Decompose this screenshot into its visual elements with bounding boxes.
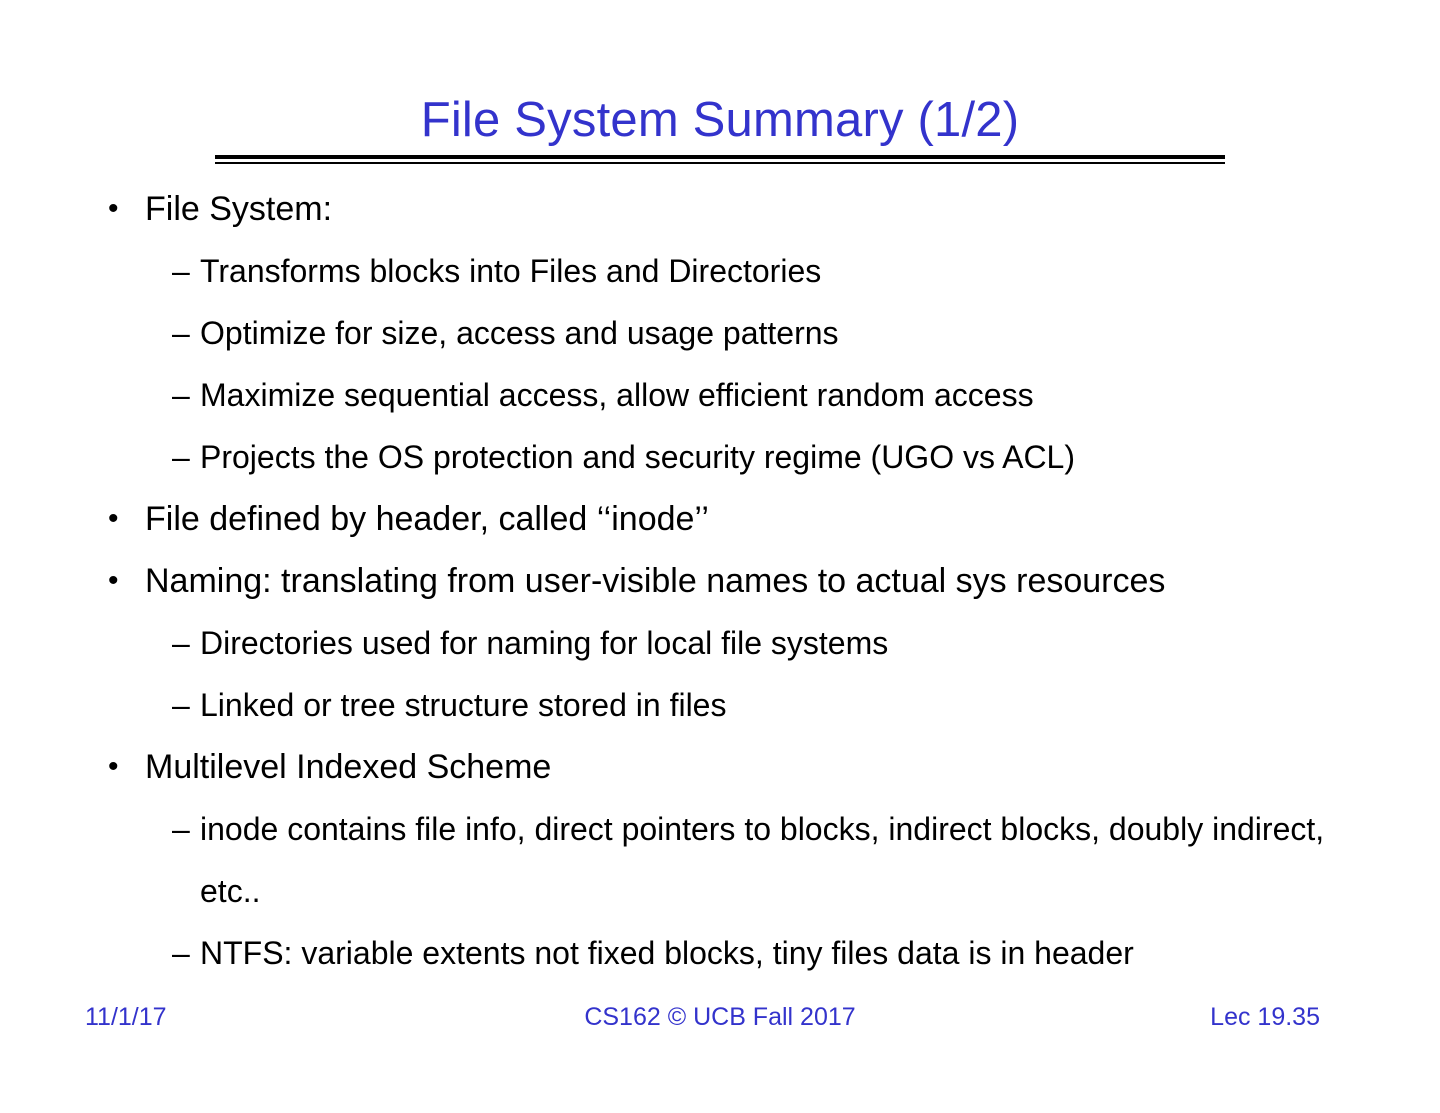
bullet-item-level1: • File defined by header, called ‘‘inode’… (0, 488, 1440, 550)
bullet-text: File System: (145, 190, 333, 228)
bullet-dash-icon: – (172, 377, 190, 413)
bullet-item-level2: –Maximize sequential access, allow effic… (0, 364, 1440, 426)
title-rule-thick-line (215, 155, 1225, 159)
bullet-dot-icon: • (108, 502, 119, 535)
bullet-item-level2: –Optimize for size, access and usage pat… (0, 302, 1440, 364)
bullet-item-level2: –Linked or tree structure stored in file… (0, 674, 1440, 736)
bullet-item-level2: –Directories used for naming for local f… (0, 612, 1440, 674)
page-title: File System Summary (1/2) (420, 93, 1020, 147)
slide-footer: 11/1/17 CS162 © UCB Fall 2017 Lec 19.35 (0, 1000, 1440, 1040)
bullet-dash-icon: – (172, 935, 190, 971)
bullet-item-level1: • File System: (0, 178, 1440, 240)
title-underline-rule (215, 155, 1225, 164)
bullet-item-level2: –Transforms blocks into Files and Direct… (0, 240, 1440, 302)
bullet-text: Multilevel Indexed Scheme (145, 748, 552, 786)
slide-title-block: File System Summary (1/2) (0, 92, 1440, 148)
slide-body: •File System:–Transforms blocks into Fil… (0, 178, 1440, 984)
bullet-text: File defined by header, called ‘‘inode’’ (145, 500, 709, 538)
bullet-item-level2: –Projects the OS protection and security… (0, 426, 1440, 488)
bullet-dash-icon: – (172, 811, 190, 847)
footer-date: 11/1/17 (85, 1003, 167, 1031)
bullet-text: inode contains file info, direct pointer… (200, 811, 1325, 909)
bullet-text: Maximize sequential access, allow effici… (200, 377, 1034, 413)
bullet-dash-icon: – (172, 315, 190, 351)
bullet-text: Linked or tree structure stored in files (200, 687, 727, 723)
bullet-dot-icon: • (108, 192, 119, 225)
bullet-text: Transforms blocks into Files and Directo… (200, 253, 822, 289)
bullet-item-level2: –NTFS: variable extents not fixed blocks… (0, 922, 1440, 984)
footer-copyright: CS162 © UCB Fall 2017 (584, 1003, 856, 1031)
bullet-dash-icon: – (172, 687, 190, 723)
bullet-text: Projects the OS protection and security … (200, 439, 1075, 475)
bullet-dot-icon: • (108, 750, 119, 783)
title-rule-thin-line (215, 162, 1225, 164)
bullet-dash-icon: – (172, 253, 190, 289)
bullet-text: Optimize for size, access and usage patt… (200, 315, 839, 351)
bullet-item-level2: –inode contains file info, direct pointe… (0, 798, 1440, 922)
bullet-dash-icon: – (172, 625, 190, 661)
bullet-item-level1: • Multilevel Indexed Scheme (0, 736, 1440, 798)
bullet-text: NTFS: variable extents not fixed blocks,… (200, 935, 1134, 971)
footer-page-number: Lec 19.35 (1210, 1003, 1320, 1031)
bullet-dash-icon: – (172, 439, 190, 475)
bullet-text: Naming: translating from user-visible na… (145, 562, 1166, 600)
bullet-item-level1: • Naming: translating from user-visible n… (0, 550, 1440, 612)
bullet-dot-icon: • (108, 564, 119, 597)
bullet-text: Directories used for naming for local fi… (200, 625, 889, 661)
